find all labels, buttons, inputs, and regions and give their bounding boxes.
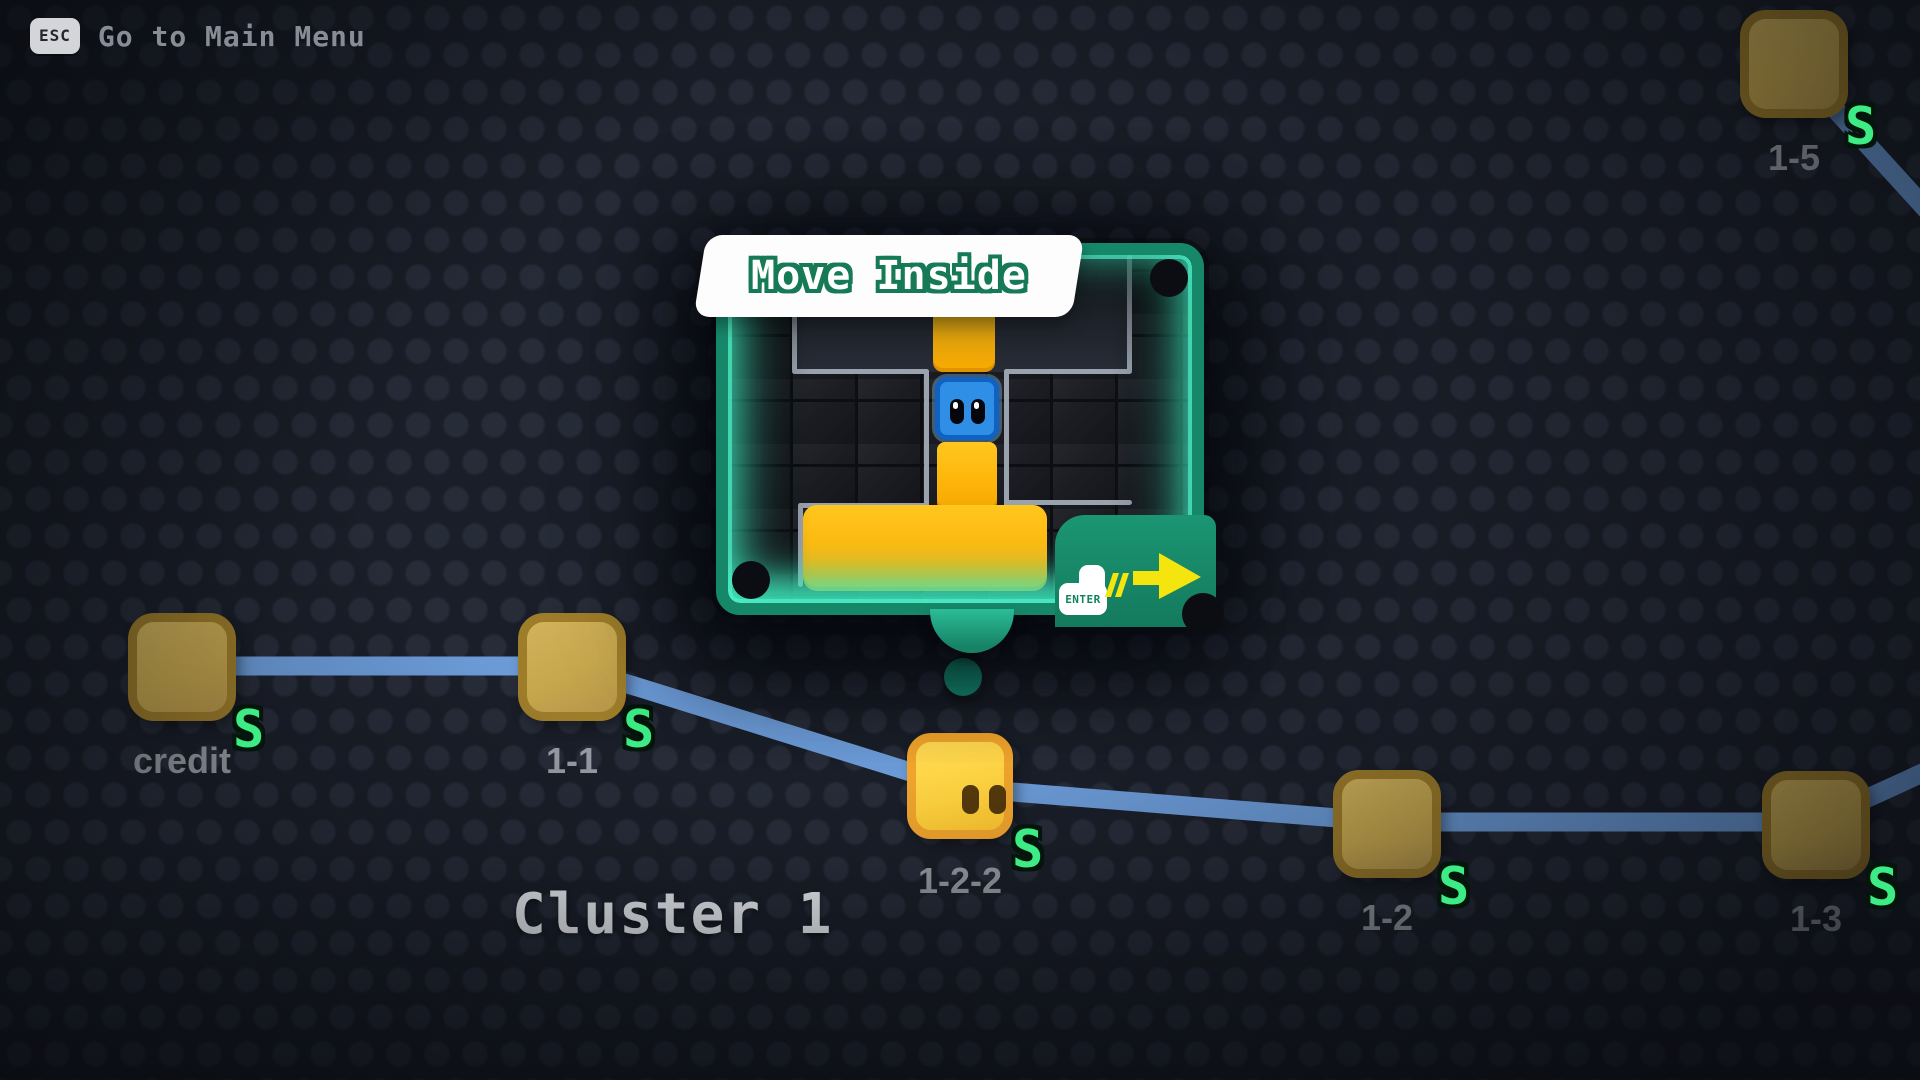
esc-key-badge[interactable]: ESC [30,18,80,54]
solved-badge: S [1867,858,1899,918]
frame-notch [1150,259,1188,297]
wall-line [1004,369,1132,374]
player-eye-icon [950,399,964,424]
level-node-1-5[interactable]: 1-5 S [1740,10,1876,178]
player-eye-icon [971,399,985,424]
level-label: 1-3 [1789,898,1843,939]
player-block [935,377,999,440]
yellow-t-piece-stem [937,442,997,510]
solved-badge: S [1438,857,1470,917]
yellow-block [933,308,995,372]
level-label: 1-2 [1360,897,1414,938]
wall-line [1004,369,1009,507]
wall-line [924,369,929,507]
go-to-main-menu[interactable]: ESC Go to Main Menu [30,18,366,54]
level-node-1-1[interactable]: 1-1 S [518,613,654,781]
solved-badge: S [1845,97,1877,157]
level-node-credit[interactable]: credit S [128,613,264,781]
enter-key-icon: ENTER [1059,565,1107,615]
level-label: 1-5 [1767,137,1821,178]
cluster-title: Cluster 1 [512,882,834,947]
player-eye-icon [962,785,979,814]
level-preview-popup: ENTER Move Inside [693,235,1224,653]
solved-badge: S [623,700,655,760]
enter-key-label: ENTER [1065,592,1101,606]
frame-notch [732,561,770,599]
level-label: 1-2-2 [917,860,1003,901]
level-label: 1-1 [545,740,599,781]
level-label: credit [132,740,232,781]
wall-line [792,369,929,374]
solved-badge: S [233,700,265,760]
level-node-1-3[interactable]: 1-3 S [1762,771,1898,939]
wall-line [1127,255,1132,372]
main-menu-label: Go to Main Menu [97,19,366,53]
yellow-t-piece-bar [803,505,1047,591]
arrow-right-icon [1105,553,1201,599]
level-node-1-2[interactable]: 1-2 S [1333,770,1469,938]
popup-connector-dot [944,658,982,696]
player-eye-icon [989,785,1006,814]
path-cluster-main [182,656,1920,832]
level-title: Move Inside [751,253,1027,299]
level-node-1-2-2-selected[interactable]: 1-2-2 S [907,733,1043,901]
solved-badge: S [1012,820,1044,880]
enter-level-button[interactable]: ENTER [1055,515,1224,635]
level-title-banner: Move Inside [693,235,1085,317]
